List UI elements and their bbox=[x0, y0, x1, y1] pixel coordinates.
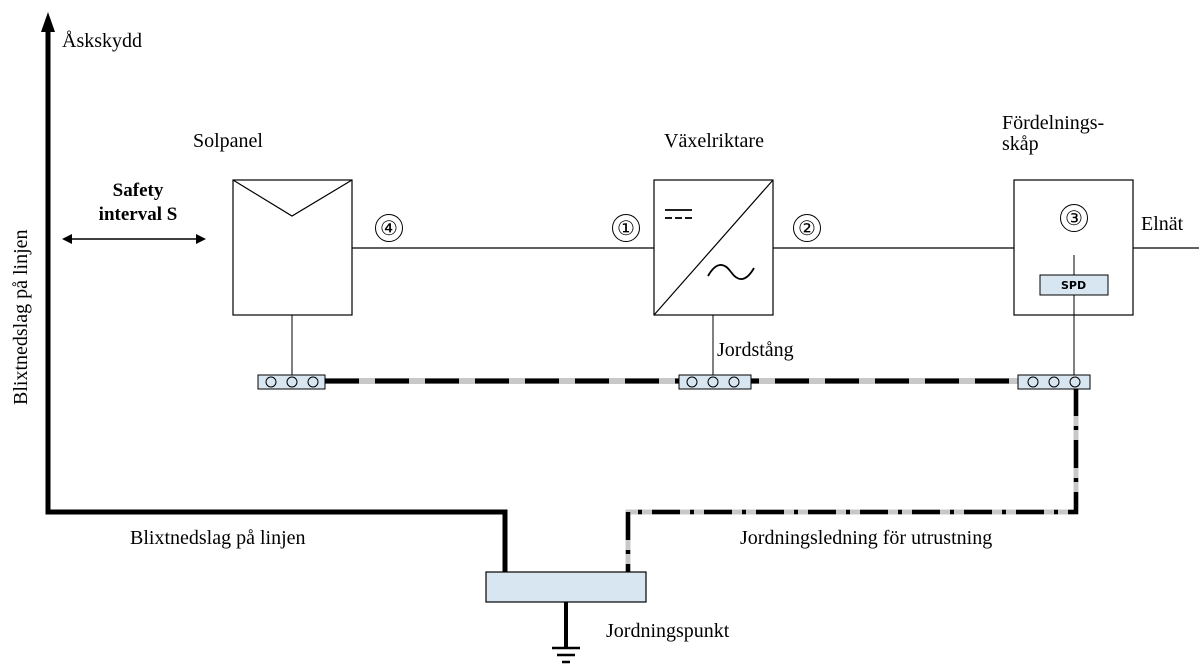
marker-4: ④ bbox=[375, 214, 403, 242]
arrow-up-icon bbox=[41, 12, 55, 32]
dc-symbol-icon bbox=[665, 209, 692, 219]
lightning-on-line-vertical-label: Blixtnedslag på linjen bbox=[10, 229, 32, 405]
grounding-point-label: Jordningspunkt bbox=[606, 620, 730, 642]
marker-3: ③ bbox=[1060, 204, 1088, 232]
ground-bar-solar bbox=[257, 374, 326, 390]
ground-connections bbox=[291, 255, 1075, 376]
spd-label: SPD bbox=[1061, 279, 1087, 292]
marker-1: ① bbox=[612, 214, 640, 242]
ground-rod-label: Jordstång bbox=[717, 339, 794, 361]
grounding-point-box bbox=[485, 571, 647, 647]
distribution-cabinet-label-2: skåp bbox=[1002, 133, 1039, 155]
lightning-conductor bbox=[41, 12, 508, 575]
ac-symbol-icon bbox=[707, 264, 755, 280]
equipment-ground-wire-label: Jordningsledning för utrustning bbox=[740, 527, 993, 549]
ground-bar-inverter bbox=[678, 374, 752, 390]
lightning-protection-label: Åskskydd bbox=[62, 30, 143, 52]
ground-bar-cabinet bbox=[1017, 374, 1091, 390]
lightning-on-line-horizontal-label: Blixtnedslag på linjen bbox=[130, 527, 306, 549]
distribution-cabinet-box bbox=[1013, 179, 1134, 316]
safety-interval-label: Safety interval S bbox=[88, 180, 188, 226]
inverter-box bbox=[653, 179, 774, 316]
solar-panel-box bbox=[232, 179, 353, 316]
inverter-label: Växelriktare bbox=[664, 130, 764, 152]
safety-interval-line-2: interval S bbox=[98, 204, 178, 225]
solar-panel-label: Solpanel bbox=[193, 130, 263, 152]
double-arrow-icon bbox=[62, 234, 206, 244]
safety-interval-line-1: Safety bbox=[112, 180, 164, 201]
bonding-conductor bbox=[325, 378, 1079, 575]
ground-symbol-icon bbox=[552, 646, 580, 664]
marker-2: ② bbox=[793, 214, 821, 242]
grid-label: Elnät bbox=[1141, 213, 1184, 235]
distribution-cabinet-label-1: Fördelnings- bbox=[1002, 112, 1105, 134]
